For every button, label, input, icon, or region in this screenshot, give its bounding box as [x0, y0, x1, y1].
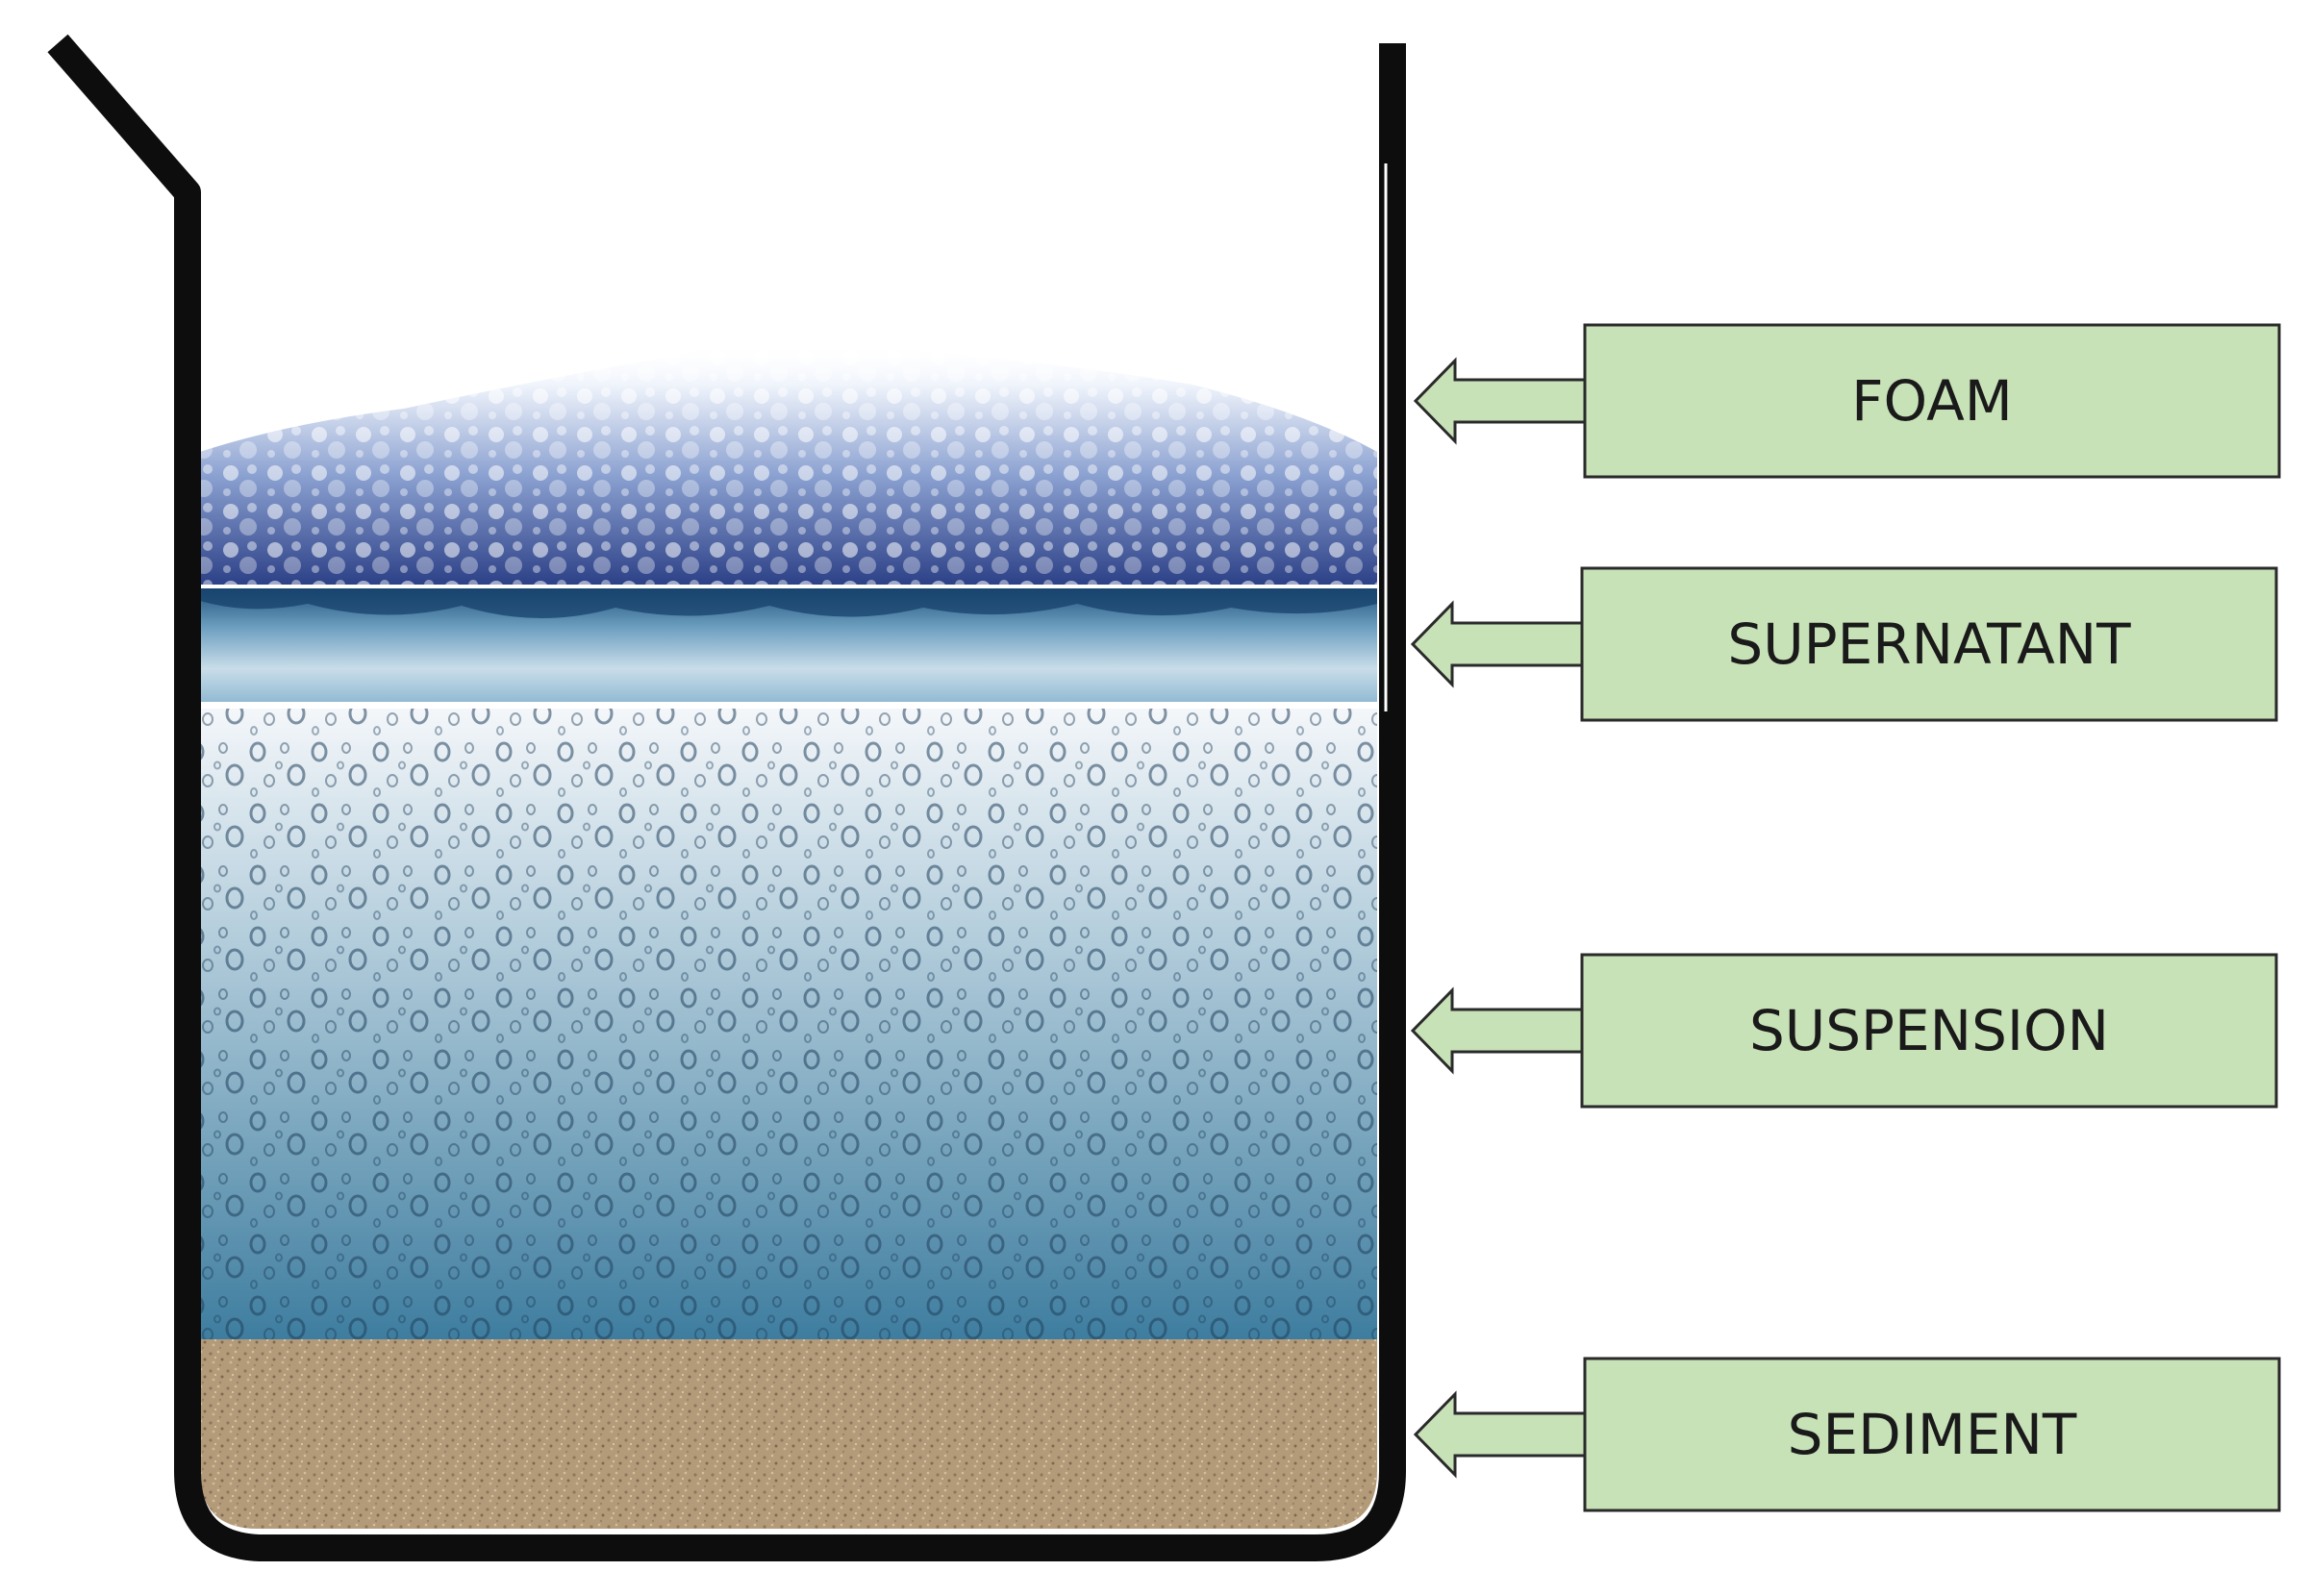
label-box: [1580, 566, 2278, 722]
arrow-left-icon: [1410, 986, 1584, 1075]
arrow-left-icon: [1413, 1390, 1587, 1479]
label-text: FOAM: [1851, 368, 2013, 434]
suspension-bubbles: [200, 709, 1377, 1339]
foam-bubbles: [200, 342, 1377, 586]
label-text: SUPERNATANT: [1727, 611, 2131, 677]
label-suspension: SUSPENSION: [1410, 953, 2278, 1109]
arrow-left-icon: [1413, 357, 1587, 445]
layer-separator: [200, 702, 1377, 709]
arrow-left-icon: [1410, 600, 1584, 688]
supernatant-highlight: [200, 585, 1377, 588]
label-box: [1583, 1357, 2281, 1512]
label-text: SUSPENSION: [1749, 998, 2109, 1063]
beaker-contents: [200, 342, 1377, 1529]
supernatant-ripple: [200, 588, 1377, 619]
sediment-layer: [200, 1339, 1377, 1529]
label-text: SEDIMENT: [1788, 1402, 2077, 1467]
label-foam: FOAM: [1413, 323, 2281, 479]
beaker-wall: [47, 34, 1406, 1561]
label-box: [1583, 323, 2281, 479]
label-sediment: SEDIMENT: [1413, 1357, 2281, 1512]
label-supernatant: SUPERNATANT: [1410, 566, 2278, 722]
